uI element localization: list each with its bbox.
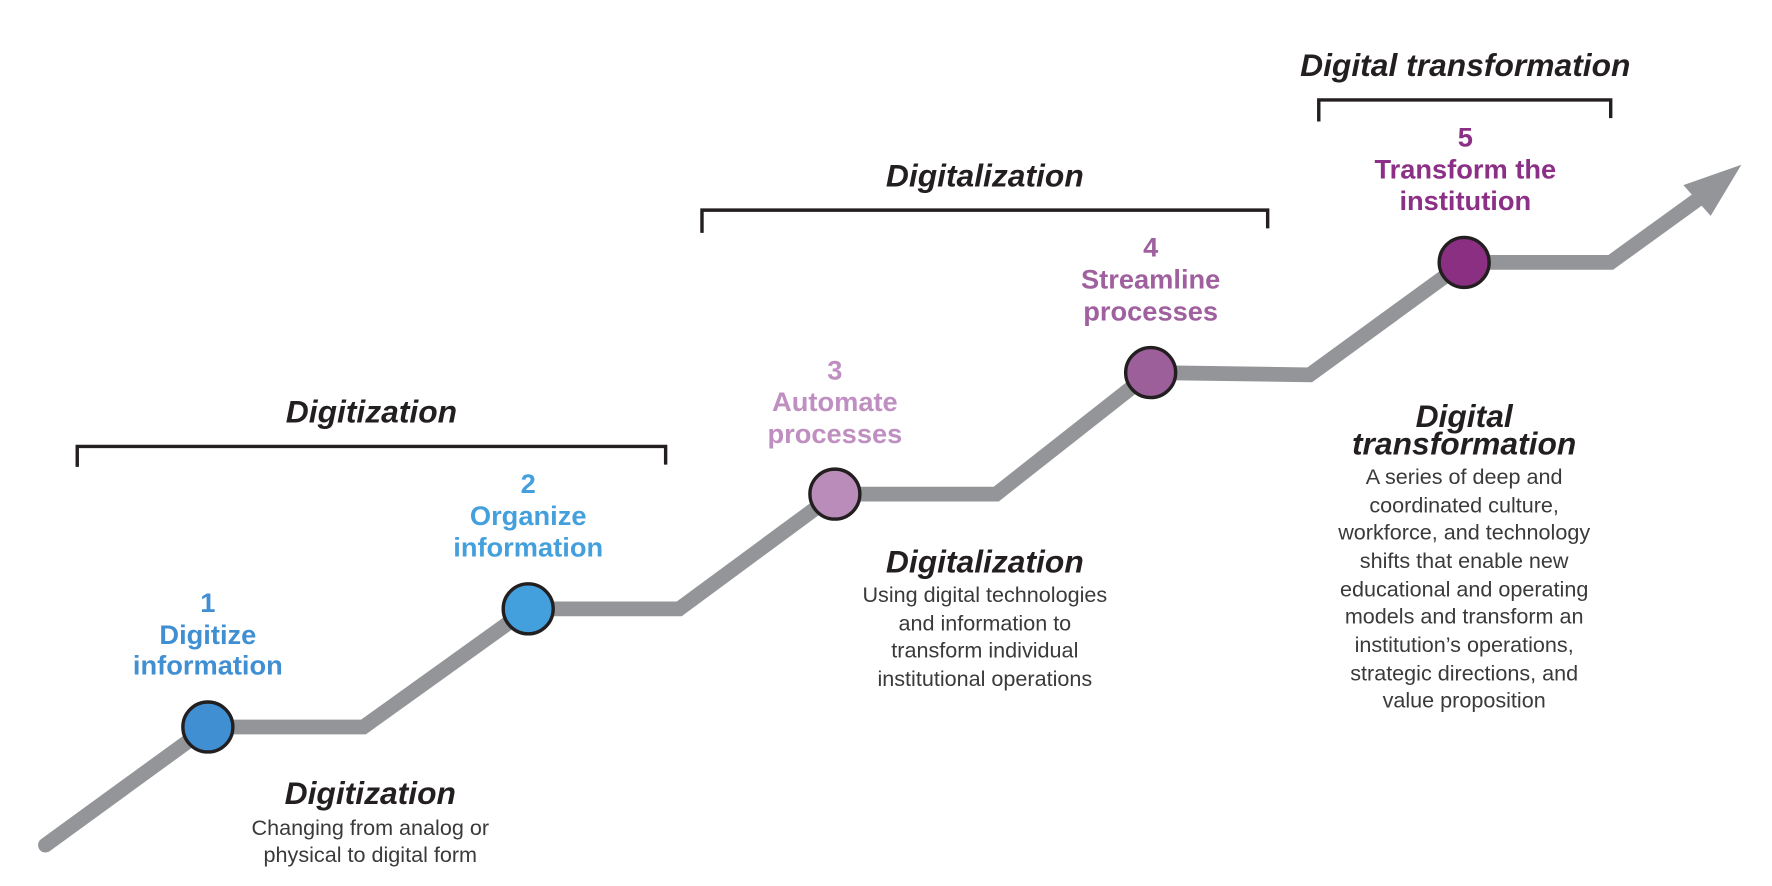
step-1: 1 Digitize information	[133, 587, 283, 754]
step-label-line2: information	[453, 532, 603, 563]
description-line: coordinated culture,	[1369, 492, 1559, 517]
description-digitization: Digitization Changing from analog or phy…	[252, 775, 490, 867]
step-5: 5 Transform the institution	[1374, 122, 1556, 290]
bracket-digitalization: Digitalization	[700, 157, 1270, 233]
description-digitalization: Digitalization Using digital technologie…	[862, 543, 1107, 691]
description-line: institutional operations	[877, 666, 1092, 691]
description-digital-transformation: Digital transformation A series of deep …	[1337, 398, 1590, 713]
bracket-title: Digital transformation	[1300, 47, 1630, 83]
step-label-line2: information	[133, 650, 283, 681]
step-3: 3 Automate processes	[767, 354, 902, 521]
bracket-digitization: Digitization	[75, 394, 668, 467]
arrow-head-icon	[1683, 164, 1742, 216]
description-line: physical to digital form	[264, 842, 477, 867]
bracket-title: Digitization	[286, 394, 457, 430]
description-line: Using digital technologies	[862, 582, 1107, 607]
bracket-title: Digitalization	[886, 157, 1084, 193]
step-label-line1: Streamline	[1081, 264, 1220, 295]
step-marker	[808, 467, 862, 521]
step-label-line2: processes	[767, 418, 902, 449]
step-number: 1	[200, 587, 215, 618]
step-label-line2: processes	[1083, 295, 1218, 326]
description-line: Changing from analog or	[252, 815, 490, 840]
description-title-line1: Digital	[1416, 398, 1514, 434]
description-line: shifts that enable new	[1360, 548, 1569, 573]
step-label-line2: institution	[1399, 185, 1531, 216]
description-line: models and transform an	[1345, 604, 1584, 629]
description-line: workforce, and technology	[1337, 520, 1590, 545]
step-2: 2 Organize information	[453, 468, 603, 636]
description-line: institution’s operations,	[1355, 632, 1574, 657]
step-marker	[181, 700, 235, 754]
step-number: 2	[521, 468, 536, 499]
step-label-line1: Transform the	[1374, 153, 1556, 184]
description-title-line2: transformation	[1352, 425, 1576, 461]
step-marker	[1437, 235, 1491, 290]
step-label-line1: Automate	[772, 386, 898, 417]
description-line: and information to	[898, 610, 1071, 635]
bracket-digital-transformation: Digital transformation	[1300, 47, 1630, 122]
step-label-line1: Organize	[470, 500, 587, 531]
step-number: 3	[827, 354, 842, 385]
description-line: transform individual	[891, 638, 1078, 663]
description-line: A series of deep and	[1366, 464, 1563, 489]
description-line: educational and operating	[1340, 576, 1588, 601]
description-line: value proposition	[1383, 688, 1546, 713]
step-4: 4 Streamline processes	[1081, 232, 1220, 400]
step-label-line1: Digitize	[159, 619, 256, 650]
step-marker	[1123, 345, 1178, 400]
step-number: 5	[1458, 122, 1473, 153]
step-number: 4	[1143, 232, 1159, 263]
step-marker	[501, 582, 555, 636]
description-title: Digitalization	[886, 543, 1084, 579]
description-title: Digitization	[285, 775, 456, 811]
description-line: strategic directions, and	[1350, 660, 1578, 685]
